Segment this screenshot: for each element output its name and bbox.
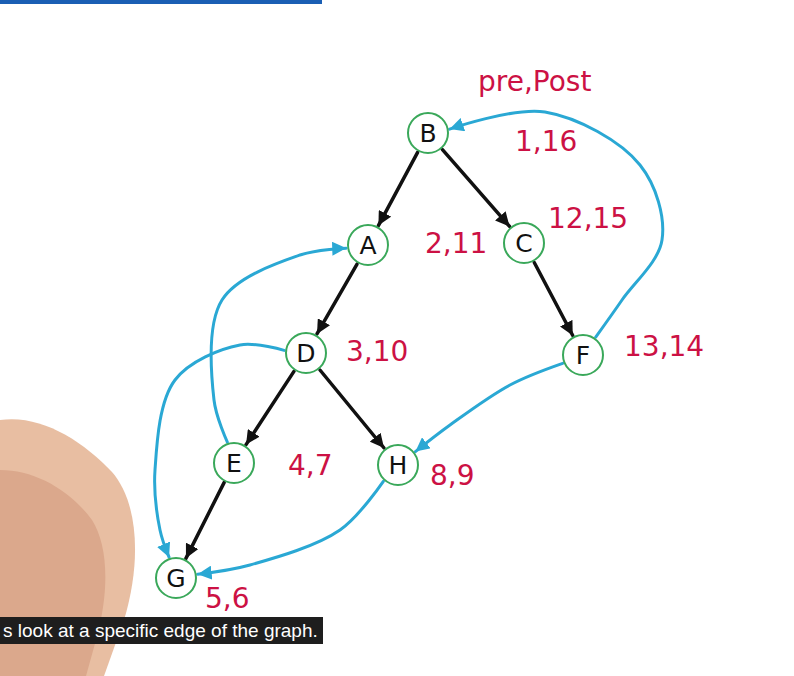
non-tree-edge	[450, 111, 663, 337]
graph-vertex: A	[347, 224, 389, 266]
graph-vertex: E	[213, 442, 255, 484]
vertex-letter: A	[359, 233, 376, 258]
graph-vertex: F	[562, 334, 604, 376]
tree-edge	[534, 262, 572, 335]
hand-shade	[0, 470, 105, 676]
non-tree-edge	[415, 363, 562, 451]
order-number: 5,6	[205, 585, 250, 613]
order-number: 13,14	[624, 333, 704, 361]
graph-vertex: B	[407, 112, 449, 154]
vertex-letter: C	[515, 231, 532, 256]
graph-vertex: D	[285, 332, 327, 374]
vertex-letter: D	[296, 341, 315, 366]
vertex-letter: F	[576, 343, 590, 368]
tree-edge	[378, 152, 417, 225]
non-tree-edge	[155, 344, 285, 557]
non-tree-edge	[211, 248, 346, 442]
tree-edge	[246, 371, 294, 444]
order-number: 1,16	[515, 128, 577, 156]
top-bar	[0, 0, 322, 4]
order-number: 3,10	[346, 338, 408, 366]
order-number: 2,11	[425, 230, 487, 258]
order-number: 12,15	[548, 205, 628, 233]
tree-edge	[186, 483, 224, 559]
vertex-letter: G	[166, 566, 185, 591]
subtitle-caption: s look at a specific edge of the graph.	[0, 617, 323, 644]
graph-vertex: C	[503, 222, 545, 264]
order-number: 4,7	[288, 452, 333, 480]
order-number: 8,9	[430, 462, 475, 490]
order-number: pre,Post	[478, 68, 591, 96]
vertex-letter: B	[419, 121, 436, 146]
vertex-letter: H	[389, 453, 408, 478]
non-tree-edge	[198, 481, 384, 574]
tree-edge	[317, 264, 357, 334]
tree-edge	[442, 150, 509, 227]
graph-vertex: H	[377, 444, 419, 486]
tree-edge	[320, 370, 384, 448]
vertex-letter: E	[226, 451, 242, 476]
graph-vertex: G	[155, 557, 197, 599]
